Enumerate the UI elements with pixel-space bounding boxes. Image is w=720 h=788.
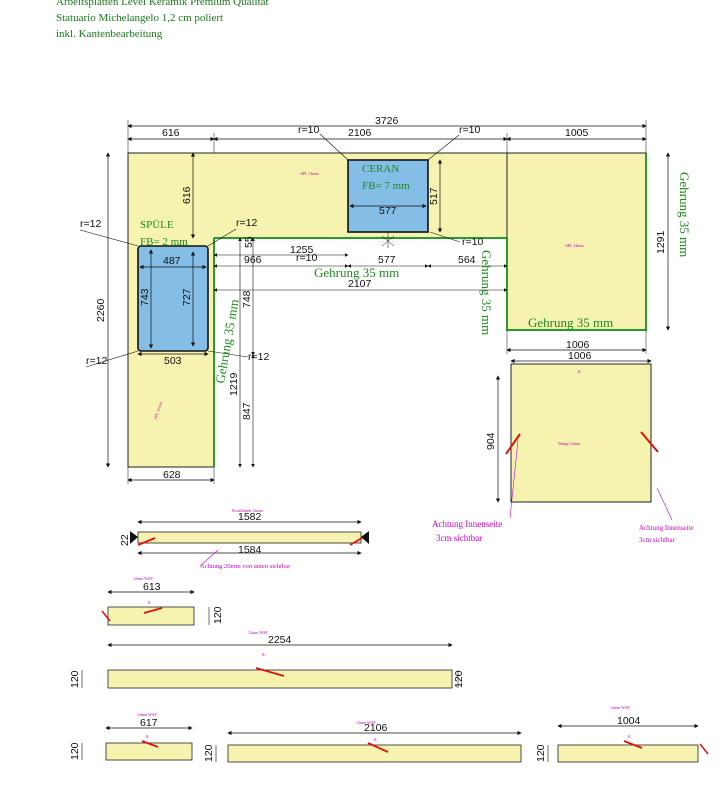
strip2-width: 613	[143, 581, 161, 593]
gehrung-right-bottom: Gehrung 35 mm	[528, 315, 613, 330]
ceran-label: CERAN	[362, 163, 399, 175]
apl-label-right: APL 12mm	[565, 243, 585, 248]
ceran-cutout	[347, 159, 429, 233]
strip6-k: K	[628, 734, 631, 739]
achtung-2a: Achtung Innenseite	[639, 524, 694, 532]
strip3-height-2: 120	[453, 670, 465, 688]
r10-b: r=10	[459, 124, 480, 136]
strip-1: Frontblende 12mm 1582 1584 22 Achtung 20…	[119, 508, 369, 570]
top-dimensions: 3726 616 2106 1005 r=10 r=10	[127, 115, 647, 161]
header-block: Arbeitsplatten Level Keramik Premium Qua…	[56, 0, 356, 42]
sink-cutout	[137, 245, 209, 352]
strip3-caption: 12mm WAP	[248, 630, 268, 635]
dim-right-width: 1005	[565, 127, 589, 139]
dim-1006-a: 1006	[566, 339, 590, 351]
r10-d: r=10	[462, 236, 483, 248]
spuele-fb-label: FB= 2 mm	[140, 236, 188, 248]
strip-4: 12mm WAP 617 K 120	[69, 712, 193, 761]
strip2-height: 120	[212, 606, 224, 624]
strip6-height: 120	[535, 744, 547, 762]
achtung-2b: 3cm sichtbar	[639, 536, 676, 544]
strip1-top-width: 1582	[238, 511, 262, 523]
dim-total-width: 3726	[375, 115, 399, 127]
strip4-width: 617	[140, 717, 158, 729]
strip4-k: K	[146, 734, 149, 739]
strip2-caption: 12mm WAP	[133, 576, 153, 581]
dim-1219: 1219	[228, 372, 240, 396]
r12-c: r=12	[86, 355, 107, 367]
r10-a: r=10	[298, 124, 319, 136]
strip6-width: 1004	[617, 715, 641, 727]
dim-847: 847	[241, 402, 253, 420]
sink-width-bottom: 503	[164, 355, 182, 367]
dim-1255: 1255	[290, 244, 314, 256]
gehrung-right-v: Gehrung 35 mm	[479, 250, 494, 335]
strip-6: 12mm WAP 1004 K 120	[535, 705, 709, 763]
sink-height-1: 743	[139, 288, 151, 306]
sink-height-2: 727	[181, 288, 193, 306]
strip1-height: 22	[119, 534, 131, 546]
apl-label-left: APL 12mm	[152, 400, 163, 420]
r12-b: r=12	[236, 217, 257, 229]
dim-bottom-width: 628	[163, 469, 181, 481]
strip5-height: 120	[203, 744, 215, 762]
strip3-width: 2254	[268, 634, 292, 646]
dim-564: 564	[458, 254, 476, 266]
wange-label: Wange 12mm	[558, 441, 581, 446]
ceran-fb-label: FB= 7 mm	[362, 180, 410, 192]
achtung-1a: Achtung Innenseite	[432, 519, 502, 529]
strip1-bottom-width: 1584	[238, 544, 262, 556]
strip-2: 12mm WAP 613 K 120	[101, 576, 224, 626]
dim-904: 904	[485, 432, 497, 450]
strip2-k: K	[148, 600, 151, 605]
strip5-k: K	[374, 737, 377, 742]
dim-ceran-depth: 517	[428, 187, 440, 205]
ceran-width-label: 577	[379, 205, 397, 217]
spuele-label: SPÜLE	[140, 219, 174, 231]
r12-a: r=12	[80, 218, 101, 230]
strip4-caption: 12mm WAP	[137, 712, 157, 717]
strip-5: 12mm WAP 2106 K 120	[203, 720, 522, 763]
dim-mid-width: 2106	[348, 127, 372, 139]
strip4-height: 120	[69, 742, 81, 760]
achtung-1b: 3cm sichtbar	[436, 533, 482, 543]
wange-panel: 1006 Wange 12mm K 904 Achtung Innenseite…	[432, 350, 694, 544]
dim-55: 55	[243, 236, 255, 248]
dim-ceran-width-b: 577	[378, 254, 396, 266]
dim-1006-b: 1006	[568, 350, 592, 362]
dim-left-depth: 616	[181, 186, 193, 204]
gehrung-far-right: Gehrung 35 mm	[677, 172, 692, 257]
strip3-k: K	[262, 652, 265, 657]
k-mark-wange: K	[578, 369, 581, 374]
strip3-height: 120	[69, 670, 81, 688]
gehrung-vert: Gehrung 35 mm	[212, 298, 242, 385]
sink-width-top: 487	[163, 255, 181, 267]
achtung-3: Achtung 20mm von unten sichtbar	[200, 563, 291, 570]
header-line-1: Arbeitsplatten Level Keramik Premium Qua…	[56, 0, 269, 8]
header-line-3: inkl. Kantenbearbeitung	[56, 28, 163, 40]
dim-2107: 2107	[348, 278, 372, 290]
header-line-2: Statuario Michelangelo 1,2 cm poliert	[56, 12, 224, 24]
strip5-width: 2106	[364, 722, 388, 734]
strip1-caption: Frontblende 12mm	[232, 508, 263, 513]
dim-total-height: 2260	[95, 298, 107, 322]
strip-3: 12mm WAP 2254 K 120 120	[69, 630, 465, 689]
r10-c: r=10	[296, 252, 317, 264]
dim-right-height: 1291	[655, 230, 667, 254]
strip5-caption: 12mm WAP	[356, 720, 376, 725]
strip6-caption: 12mm WAP	[610, 705, 630, 710]
dim-748: 748	[241, 290, 253, 308]
panel-right	[506, 152, 647, 331]
gehrung-mid: Gehrung 35 mm	[314, 265, 399, 280]
dim-left-width: 616	[162, 127, 180, 139]
apl-label-top: APL 12mm	[300, 171, 320, 176]
r12-d: r=12	[248, 351, 269, 363]
